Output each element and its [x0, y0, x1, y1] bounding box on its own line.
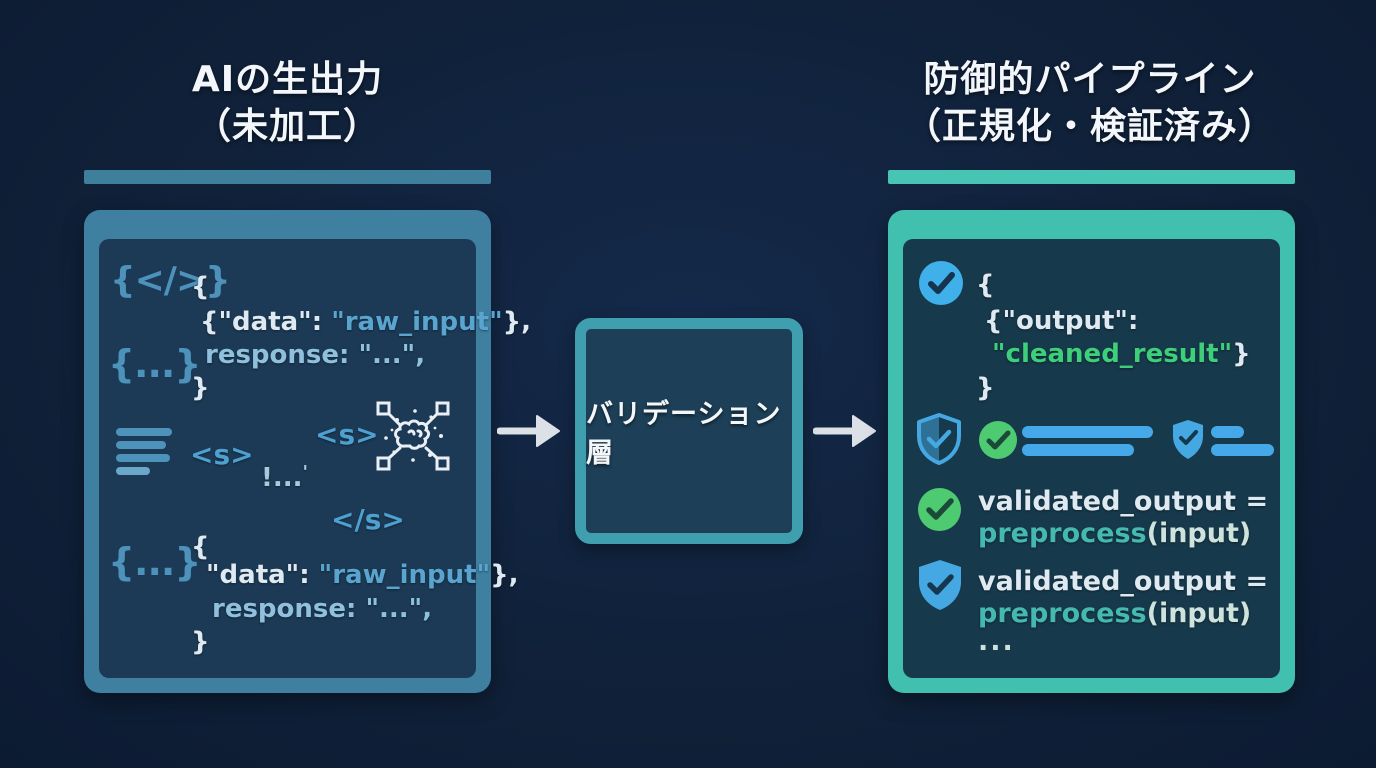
exclaim-tail: ' [302, 462, 309, 483]
more-items-ellipsis: ... [978, 626, 1015, 657]
check-circle-green-icon [917, 487, 962, 536]
raw-json2-line3: response: "...", [212, 594, 433, 624]
shield-check-filled-icon [916, 558, 964, 616]
preprocess-arg: (input) [1146, 518, 1252, 549]
clean-json-line3: "cleaned_result"} [992, 339, 1251, 369]
raw-json-value: "raw_input" [331, 307, 503, 337]
shield-check-outline-icon [915, 413, 963, 469]
check-circle-green-icon [978, 420, 1018, 464]
validation-layer-label: バリデーション層 [586, 399, 782, 469]
clean-json-value-end: } [1232, 339, 1251, 369]
check-circle-blue-icon [918, 260, 964, 310]
validated-line2: preprocess(input) [978, 518, 1251, 549]
redacted-line-bar [1211, 444, 1274, 456]
raw-json2-open: { [191, 532, 210, 562]
noise-scatter-icon [375, 400, 451, 478]
raw-json2-value: "raw_input" [318, 560, 491, 590]
s-close-token: </s> [331, 503, 405, 536]
raw-json2-key: "data": [206, 560, 319, 590]
validated-line2: preprocess(input) [978, 598, 1251, 629]
raw-json2-value-end: }, [490, 560, 519, 590]
preprocess-fn: preprocess [978, 518, 1147, 549]
right-title-line1: 防御的パイプライン [923, 59, 1257, 100]
preprocess-fn: preprocess [978, 598, 1147, 629]
text-lines-icon [116, 428, 172, 480]
text-line-bar [116, 441, 166, 449]
validated-line1: validated_output = [978, 566, 1269, 597]
shield-check-small-icon [1171, 419, 1205, 465]
pipeline-panel: { {"output": "cleaned_result"} } [888, 210, 1295, 693]
validation-layer-box: バリデーション層 [575, 318, 803, 544]
raw-json-key: {"data": [200, 307, 332, 337]
clean-json-open: { [976, 270, 995, 300]
left-title-line1: AIの生出力 [191, 59, 384, 100]
redacted-line-bar [1022, 444, 1134, 456]
clean-json-line2: {"output": [984, 306, 1139, 336]
raw-json-open: { [191, 272, 210, 302]
left-title: AIの生出力 （未加工） [84, 56, 491, 150]
arrow-validation-to-right-icon [812, 410, 879, 456]
exclaim-text: !... [261, 463, 303, 493]
exclaim-token: !...' [261, 462, 308, 493]
braces-ellipsis-icon: {...} [108, 342, 201, 386]
raw-output-panel: {</>} { {"data": "raw_input"}, response:… [84, 210, 531, 693]
redacted-line-bar [1022, 426, 1153, 438]
validated-line1: validated_output = [978, 486, 1269, 517]
arrow-left-to-validation-icon [496, 410, 563, 456]
raw-json-value-end: }, [502, 307, 532, 337]
raw-json2-line2: "data": "raw_input"}, [206, 560, 519, 590]
text-line-bar [116, 454, 170, 462]
raw-json-line3: response: "...", [205, 340, 426, 370]
right-title: 防御的パイプライン （正規化・検証済み） [870, 56, 1310, 150]
left-title-underline [84, 170, 491, 184]
right-title-underline [888, 170, 1295, 184]
raw-json2-close: } [191, 627, 210, 657]
right-title-line2: （正規化・検証済み） [904, 106, 1275, 147]
s-open-token-2: <s> [315, 418, 379, 451]
raw-json-close: } [191, 373, 210, 403]
code-tag-icon: {</>} [110, 260, 231, 301]
preprocess-arg: (input) [1146, 598, 1252, 629]
raw-json-line2: {"data": "raw_input"}, [200, 307, 531, 337]
clean-json-close: } [976, 373, 995, 403]
left-title-line2: （未加工） [194, 106, 380, 147]
clean-json-value: "cleaned_result" [992, 339, 1233, 369]
braces-ellipsis-icon: {...} [108, 540, 201, 584]
s-open-token-1: <s> [190, 438, 254, 471]
redacted-line-bar [1211, 426, 1244, 438]
text-line-bar [116, 428, 172, 436]
pipeline-panel-body [903, 239, 1280, 678]
text-line-bar [116, 467, 150, 475]
